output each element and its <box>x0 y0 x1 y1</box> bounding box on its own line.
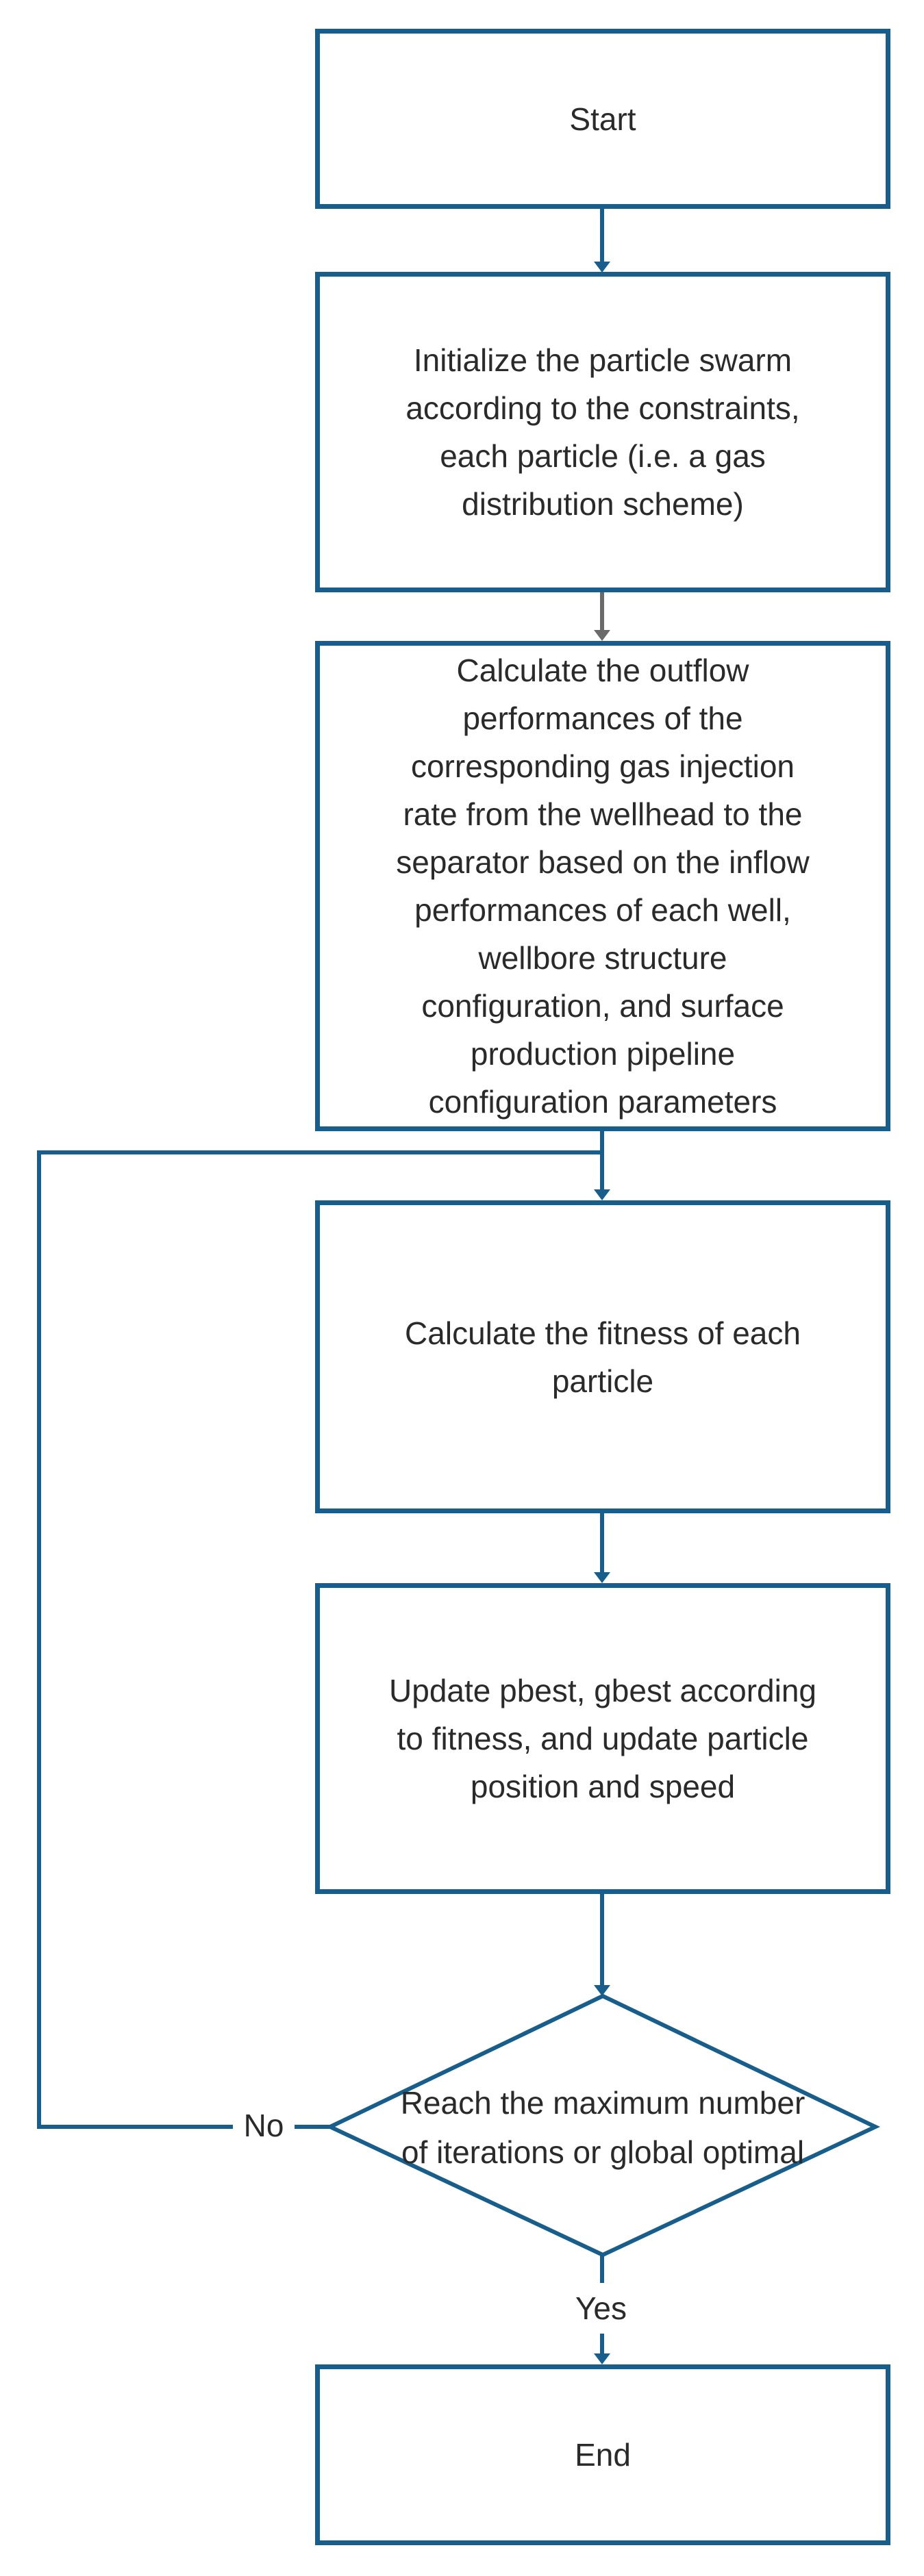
node-decision-label: Reach the maximum number of iterations o… <box>400 2085 806 2170</box>
edge-label-yes: Yes <box>558 2283 644 2334</box>
node-fitness: Calculate the fitness of each particle <box>315 1200 890 1513</box>
connector-no-vertical <box>37 1150 41 2129</box>
node-outflow: Calculate the outflow performances of th… <box>315 641 890 1131</box>
connector-fitness-update <box>600 1513 604 1573</box>
node-decision: Reach the maximum number of iterations o… <box>342 2076 863 2179</box>
arrow-down-icon <box>594 630 610 641</box>
arrow-down-icon <box>594 1572 610 1583</box>
connector-update-decision <box>600 1894 604 1986</box>
arrow-down-icon <box>594 2353 610 2364</box>
connector-no-merge <box>39 1150 602 1154</box>
connector-outflow-fitness <box>600 1131 604 1190</box>
node-initialize: Initialize the particle swarm according … <box>315 272 890 592</box>
connector-initialize-outflow <box>600 592 604 631</box>
node-start: Start <box>315 29 890 209</box>
node-update: Update pbest, gbest according to fitness… <box>315 1583 890 1894</box>
node-outflow-label: Calculate the outflow performances of th… <box>396 653 810 1120</box>
connector-no-horizontal <box>39 2125 332 2129</box>
arrow-down-icon <box>594 1189 610 1200</box>
node-update-label: Update pbest, gbest according to fitness… <box>389 1673 816 1804</box>
arrow-down-icon <box>594 262 610 273</box>
node-start-label: Start <box>569 101 636 137</box>
connector-start-initialize <box>600 209 604 262</box>
edge-label-no: No <box>233 2101 295 2150</box>
node-end: End <box>315 2364 890 2545</box>
arrow-down-icon <box>594 1985 610 1996</box>
node-end-label: End <box>575 2437 631 2473</box>
node-initialize-label: Initialize the particle swarm according … <box>405 342 800 522</box>
node-fitness-label: Calculate the fitness of each particle <box>405 1315 801 1399</box>
